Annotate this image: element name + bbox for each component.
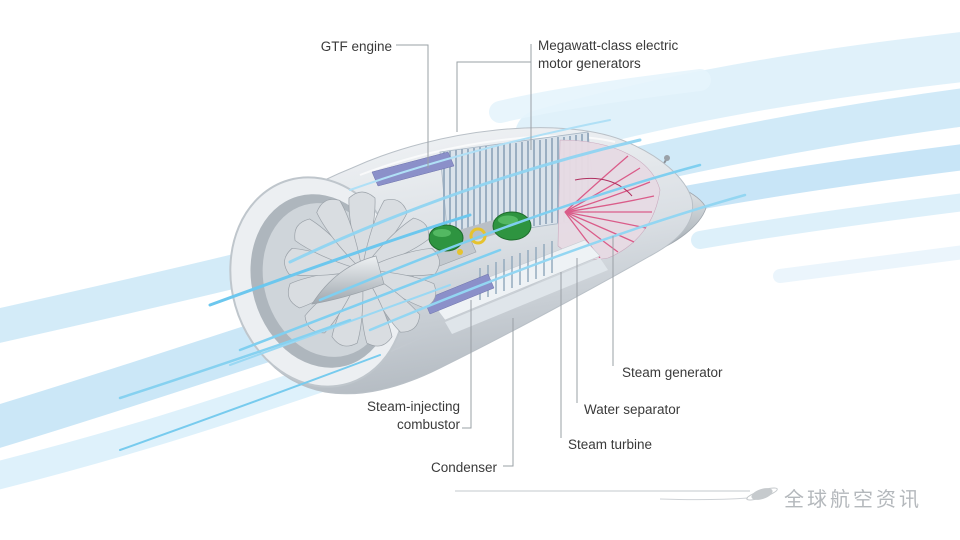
leader-lines [396,44,614,467]
leader-motor-generators [456,44,532,150]
watermark-text: 全球航空资讯 [784,489,922,511]
label-water-separator: Water separator [584,402,681,417]
watermark-swoosh-icon [455,487,778,501]
airflow-foreground [118,119,747,451]
leader-combustor [462,300,472,429]
spinner-cone [311,255,385,305]
label-motor-generators: Megawatt-class electric motor generators [538,38,679,71]
label-steam-turbine: Steam turbine [568,437,653,452]
label-condenser: Condenser [431,460,498,475]
airflow-background [0,32,960,490]
label-gtf-engine: GTF engine [320,39,392,54]
label-steam-generator: Steam generator [622,365,723,380]
label-steam-injecting-combustor: Steam-injecting combustor [366,399,460,432]
leader-gtf-engine [396,44,429,168]
leader-condenser [503,318,514,467]
electric-generator-front [428,224,464,252]
